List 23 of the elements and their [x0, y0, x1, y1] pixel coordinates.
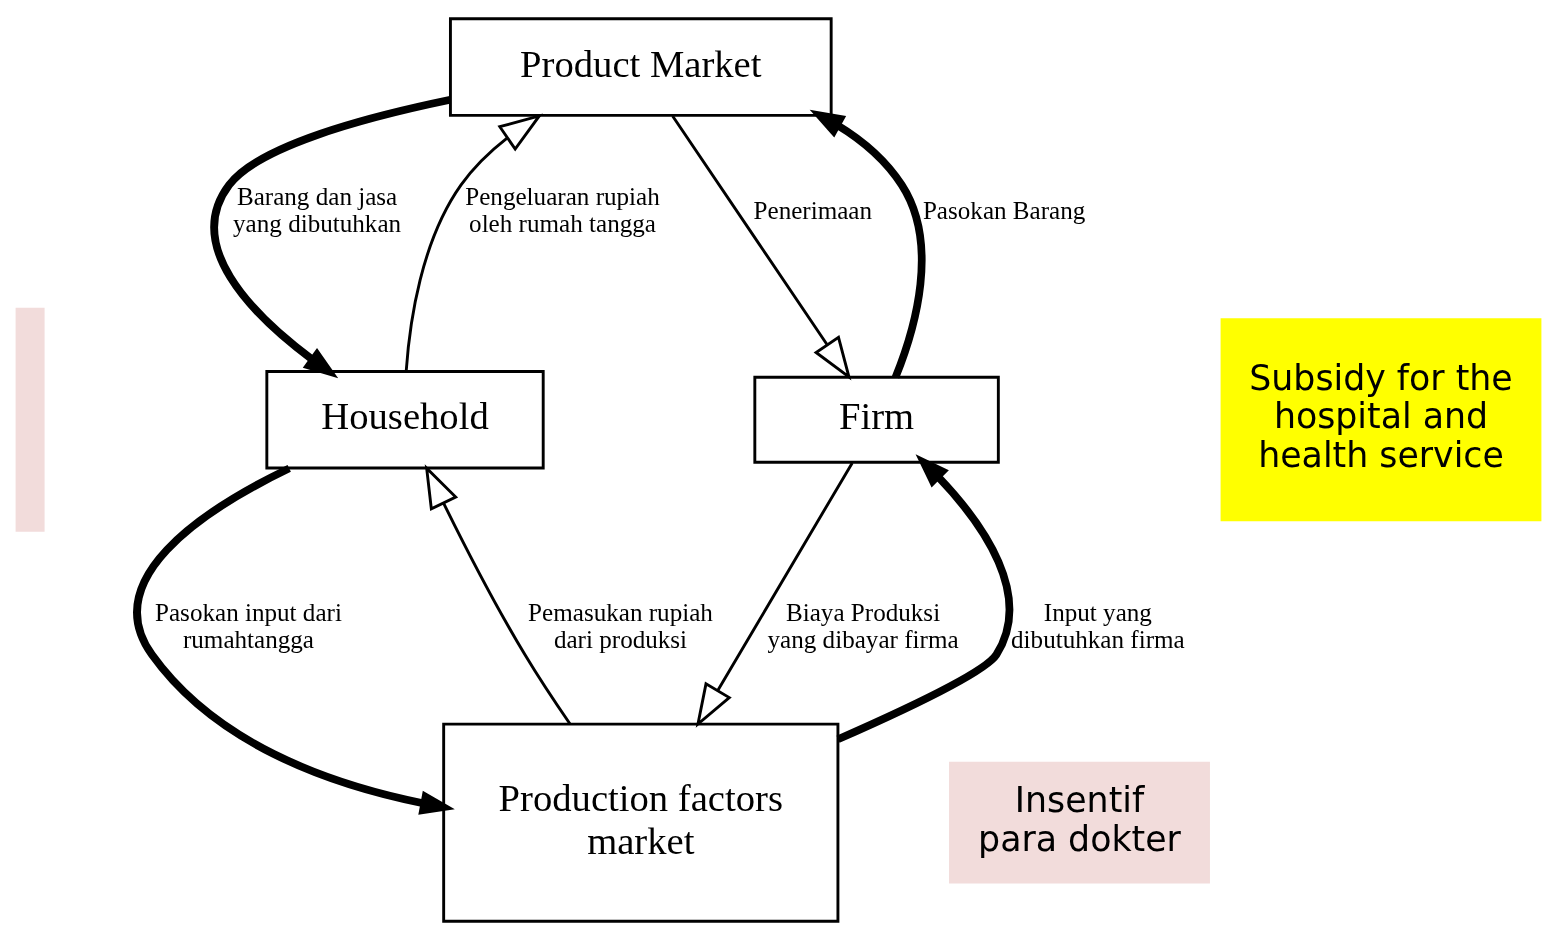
edge-label: Pasokan input dari rumahtangga — [155, 598, 342, 653]
node-box: Insentif para dokter — [949, 761, 1210, 884]
node-box: Subsidy for the hospital and health service — [1220, 318, 1542, 522]
node-box: Firm — [753, 375, 1000, 464]
edge-label: Input yang dibutuhkan firma — [1011, 598, 1185, 653]
arrow — [671, 115, 852, 381]
edge-label: Penerimaan — [753, 196, 873, 224]
arrow — [809, 109, 926, 379]
edge-label: Pengeluaran rupiah oleh rumah tangga — [465, 183, 660, 238]
edge-label: Pasokan Barang — [922, 196, 1086, 224]
node-box: Product Market — [449, 17, 833, 117]
arrow — [133, 464, 455, 815]
arrow — [404, 113, 543, 371]
edge-label: Pemasukan rupiah dari produksi — [528, 598, 713, 653]
edge-label: Biaya Produksi yang dibayar firma — [767, 598, 959, 653]
edge-label: Barang dan jasa yang dibutuhkan — [233, 183, 402, 238]
arrow — [836, 454, 1014, 743]
arrow — [424, 464, 572, 725]
arrow — [210, 96, 452, 379]
arrow — [695, 462, 854, 728]
node-box: Production factors market — [442, 722, 840, 923]
node-box — [15, 307, 45, 532]
node-box: Household — [265, 370, 545, 470]
